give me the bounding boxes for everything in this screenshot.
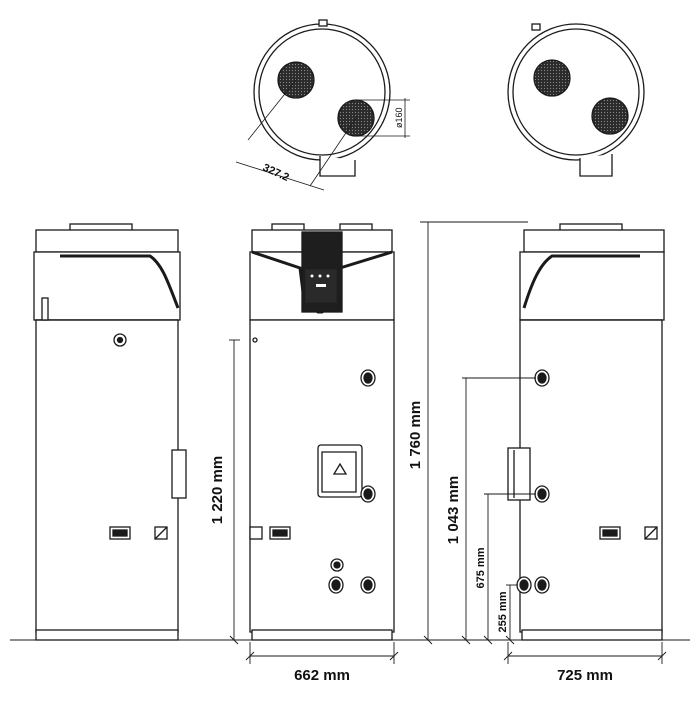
- height-1220-label: 1 220 mm: [209, 456, 226, 524]
- height-255-label: 255 mm: [497, 591, 509, 632]
- dimension-lines: [10, 221, 690, 664]
- height-1760-label: 1 760 mm: [407, 401, 424, 469]
- duct-spacing-label: 327.2: [261, 162, 291, 184]
- top-view-right: [507, 23, 645, 177]
- side-view-left: [33, 223, 187, 641]
- duct-diameter-label: ø160: [394, 107, 404, 128]
- air-duct-right-icon: [591, 97, 629, 135]
- air-duct-left-icon: [533, 59, 571, 97]
- warning-icon: [332, 462, 348, 475]
- width-725-label: 725 mm: [557, 667, 613, 684]
- side-view-right: [507, 223, 665, 641]
- front-view: [249, 223, 395, 641]
- height-1043-label: 1 043 mm: [445, 476, 462, 544]
- top-view-left: [235, 19, 410, 191]
- width-662-label: 662 mm: [294, 667, 350, 684]
- height-675-label: 675 mm: [475, 547, 487, 588]
